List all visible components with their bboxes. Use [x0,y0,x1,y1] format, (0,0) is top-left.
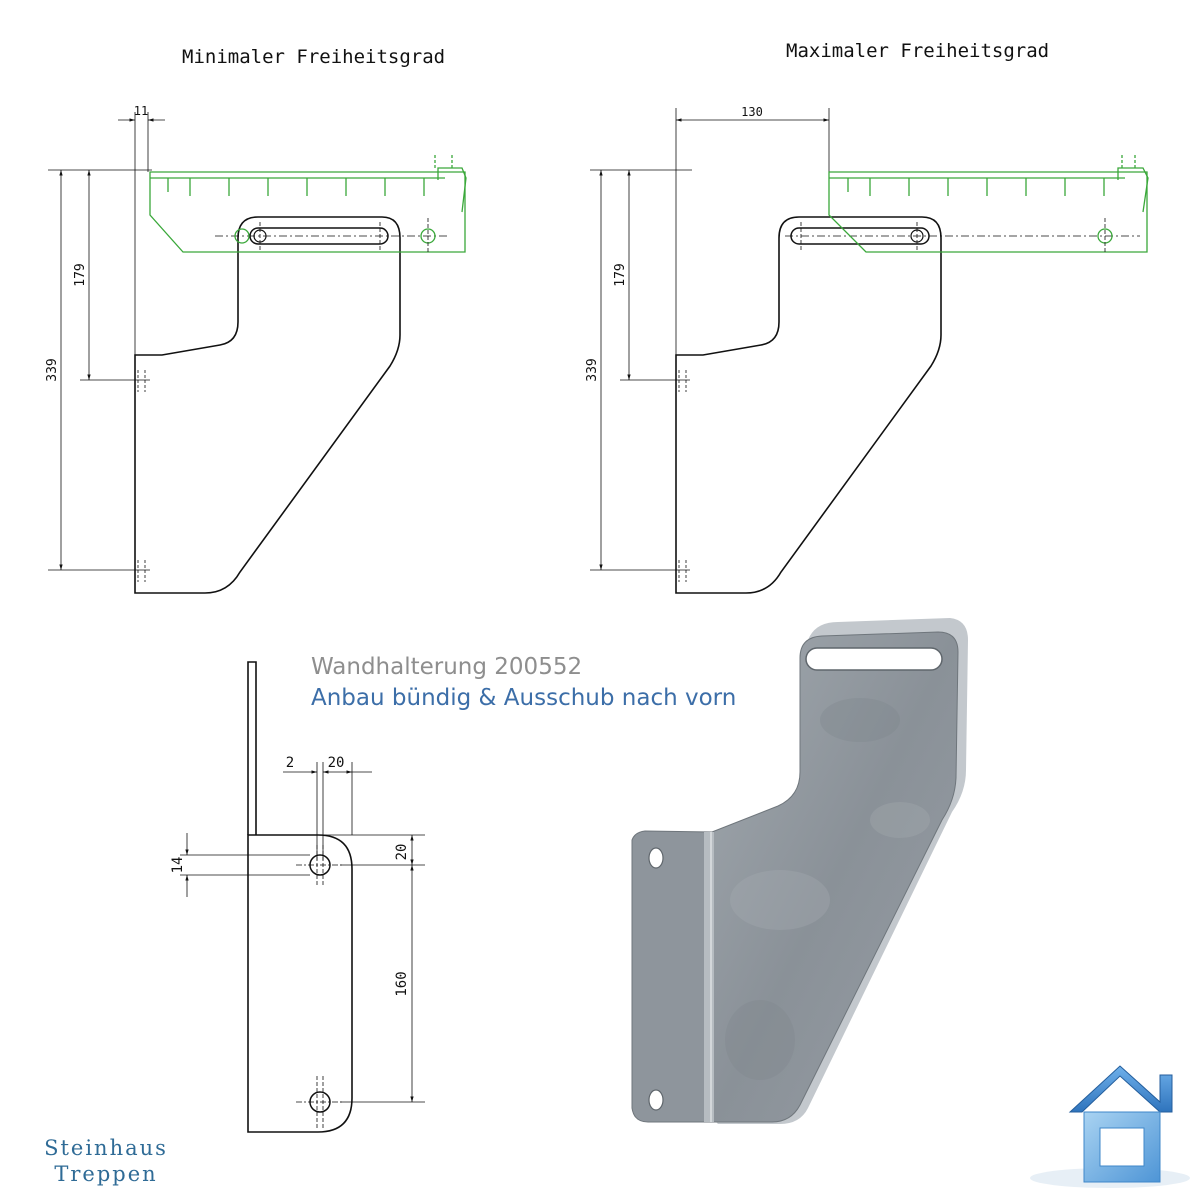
view-front: 2 20 20 160 14 [170,661,425,1133]
title-min-freedom: Minimaler Freiheitsgrad [182,46,446,68]
dim-edge-distance: 20 [328,755,345,771]
dim-upper-height-min: 179 [73,263,88,286]
dim-hole-diameter: 14 [170,857,186,874]
dim-thickness: 2 [286,755,294,771]
dim-top-distance: 20 [394,844,410,861]
dim-upper-height-max: 179 [613,263,628,286]
dim-total-height-min: 339 [45,358,60,381]
step-outline-min [149,155,467,253]
step-outline-max [828,155,1149,253]
bracket-3d-render [631,618,968,1124]
title-max-freedom: Maximaler Freiheitsgrad [786,40,1050,62]
dim-total-height-max: 339 [585,358,600,381]
brand-name-line2: Treppen [54,1162,158,1186]
brand-name-line1: Steinhaus [44,1136,168,1160]
view-max-freedom: 339 179 130 [585,105,1149,594]
dim-hole-spacing: 160 [394,971,410,996]
product-description: Anbau bündig & Ausschub nach vorn [311,685,737,711]
dim-offset-min: 11 [134,104,148,118]
view-min-freedom: 339 179 11 [45,104,467,594]
dim-offset-max: 130 [741,105,763,119]
house-logo [1030,1065,1190,1188]
product-name: Wandhalterung 200552 [311,654,583,680]
